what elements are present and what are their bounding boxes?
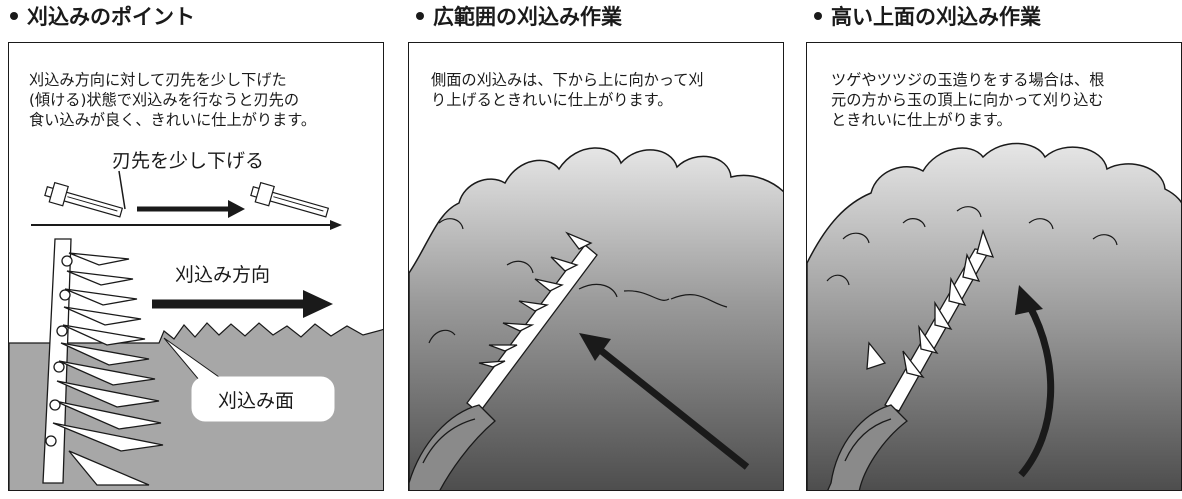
panel-description: ツゲやツツジの玉造りをする場合は、根 元の方から玉の頂上に向かって刈り込む とき…: [831, 71, 1105, 129]
section-title-cutting-points: 刈込みのポイント: [8, 2, 195, 32]
hedge-foliage: [409, 147, 783, 490]
bullet-icon: [10, 12, 18, 20]
upward-arrowhead: [579, 333, 611, 361]
panel-wide-area: 側面の刈込みは、下から上に向かって刈 り上げるときれいに仕上がります。: [408, 42, 784, 491]
section-title-text: 刈込みのポイント: [27, 5, 195, 29]
hedge-trimmer: [827, 228, 995, 490]
surface-callout: [191, 376, 335, 422]
section-title-text: 高い上面の刈込み作業: [831, 5, 1041, 29]
tilted-trimmer-icon: [250, 181, 330, 218]
label-surface: 刈込み面: [218, 390, 294, 412]
timeline-arrowhead: [330, 220, 342, 230]
panel-cutting-points: 刃先を少し下げる 刈込み方向 刈込み面 刈込み方向に対して刃先を少し下げた (傾…: [8, 42, 384, 491]
section-title-high-top: 高い上面の刈込み作業: [812, 2, 1041, 32]
foliage-contours: [428, 218, 728, 344]
movement-arrowhead: [228, 200, 245, 218]
upward-arrow: [596, 346, 750, 470]
bullet-icon: [416, 12, 424, 20]
panel-description: 側面の刈込みは、下から上に向かって刈 り上げるときれいに仕上がります。: [431, 71, 704, 109]
foliage-contours: [826, 206, 1118, 286]
high-top-illustration: [807, 142, 1181, 490]
hedge-trimmer-blade-stack: [42, 238, 164, 486]
direction-arrowhead: [303, 290, 333, 318]
panel-description: 刈込み方向に対して刃先を少し下げた (傾ける)状態で刈込みを行なうと刃先の 食い…: [29, 71, 317, 129]
bullet-icon: [814, 12, 822, 20]
label-direction: 刈込み方向: [175, 264, 270, 286]
hedge-trimmer: [409, 231, 598, 490]
cutting-points-illustration: 刃先を少し下げる 刈込み方向 刈込み面: [9, 150, 383, 490]
curved-arrow: [1018, 303, 1055, 478]
tilted-trimmer-icon: [44, 181, 124, 218]
label-blade-tilt: 刃先を少し下げる: [112, 150, 264, 172]
curved-arrowhead: [1015, 285, 1043, 315]
pointer-line: [118, 170, 126, 210]
panel-high-top: ツゲやツツジの玉造りをする場合は、根 元の方から玉の頂上に向かって刈り込む とき…: [806, 42, 1182, 491]
section-title-text: 広範囲の刈込み作業: [433, 5, 622, 29]
section-title-wide-area: 広範囲の刈込み作業: [414, 2, 622, 32]
wide-area-illustration: [409, 147, 783, 490]
